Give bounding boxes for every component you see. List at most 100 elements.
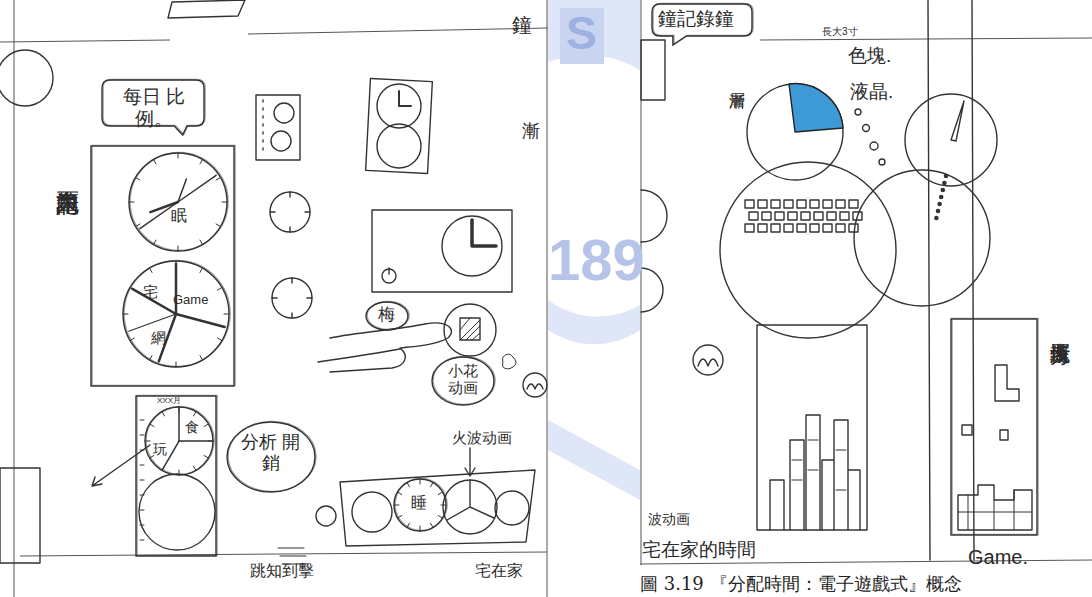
clock-tick — [224, 314, 229, 315]
dial-circle-outline — [395, 478, 447, 530]
pencil-sketch — [503, 354, 516, 369]
pencil-sketch — [958, 485, 1032, 530]
clock-face-outline — [129, 152, 228, 251]
sketch-note: 宅在家 — [475, 562, 523, 580]
pencil-sketch — [274, 103, 294, 123]
pencil-sketch — [698, 359, 718, 366]
pixel-squares — [849, 224, 858, 232]
pencil-sketch — [770, 415, 860, 530]
device-card: XXX月食玩 — [135, 395, 217, 557]
pencil-sketch — [472, 220, 496, 246]
speech-bubble-outline — [653, 3, 753, 44]
clock-tick — [154, 240, 157, 244]
game-panel-outline — [952, 318, 1038, 534]
pencil-sketch — [262, 100, 263, 150]
notebook-page: 筆記本內頁眠宅Game網 — [55, 145, 237, 387]
press-bubble-outline — [366, 301, 409, 330]
pencil-sketch — [495, 491, 529, 525]
pixel-squares — [827, 212, 836, 220]
clock-tick — [222, 202, 227, 203]
pencil-sketch — [443, 480, 497, 534]
pixel-squares — [745, 224, 754, 232]
clock-tick — [150, 424, 154, 427]
watermark-shape — [548, 300, 640, 344]
clock-tick — [150, 268, 153, 272]
clock-face-outline — [130, 152, 228, 250]
speech-bubble: 鐘記錄鐘 — [650, 2, 754, 46]
pencil-sketch — [527, 384, 543, 389]
dial-circle-outline — [394, 478, 447, 531]
pencil-sketch — [879, 159, 885, 165]
time-pie-clock: 宅Game網 — [121, 259, 231, 369]
node-text: 眠 — [171, 207, 187, 225]
pixel-squares — [849, 200, 858, 208]
pencil-sketch — [316, 506, 336, 526]
game-panel-outline — [951, 318, 1038, 535]
watermark-text: 189 — [548, 228, 645, 292]
clock-tick — [431, 523, 434, 527]
clock-tick — [200, 240, 203, 244]
node-text: 玩 — [153, 441, 167, 457]
notebook-page-outline — [92, 145, 235, 385]
pixel-squares — [823, 200, 832, 208]
pencil-sketch — [168, 0, 245, 18]
device-card-outline — [137, 395, 217, 555]
speech-bubble: 分析 開銷 — [225, 420, 317, 494]
sketch-note: 跳知到擊 — [250, 562, 314, 580]
clock-tick — [420, 526, 421, 531]
clock-tick — [194, 466, 197, 470]
pixel-squares — [749, 212, 758, 220]
clock-tick — [130, 338, 134, 341]
pixel-squares — [784, 200, 793, 208]
pixel-squares — [784, 224, 793, 232]
pencil-sketch — [271, 131, 291, 151]
pixel-squares — [810, 200, 819, 208]
speech-bubble-outline — [102, 79, 205, 135]
clock-tick — [407, 482, 410, 486]
pencil-sketch — [256, 95, 300, 160]
pencil-sketch — [272, 278, 312, 318]
clock-tick — [216, 178, 220, 181]
spending-clock-outline — [145, 406, 214, 475]
clock-tick — [176, 362, 177, 367]
time-pie-clock-outline — [124, 260, 230, 366]
device-card-outline — [136, 396, 216, 556]
pencil-sketch — [863, 125, 870, 132]
pixel-squares — [775, 212, 784, 220]
page-edge — [14, 0, 15, 597]
clock-tick — [397, 492, 401, 495]
pencil-sketch — [641, 40, 665, 100]
pencil-sketch — [382, 269, 396, 283]
watermark-shape — [548, 0, 640, 70]
clock-tick — [150, 356, 153, 360]
clock-hand — [179, 440, 213, 442]
page-edge — [248, 28, 548, 34]
pixel-squares — [758, 224, 767, 232]
node-text: Game — [173, 293, 208, 308]
game-panel-outline — [951, 319, 1037, 535]
press-bubble: 梅 — [364, 300, 410, 332]
watermark-shape — [548, 420, 640, 500]
clock-tick — [154, 160, 157, 164]
clock-tick — [194, 412, 197, 416]
pencil-sketch — [0, 0, 1032, 564]
node-text: XXX月 — [157, 396, 181, 405]
pencil-sketch — [399, 91, 411, 106]
clock-tick — [218, 288, 222, 291]
pixel-squares — [810, 224, 819, 232]
clock-hand — [178, 175, 216, 202]
device-card-outline — [136, 395, 217, 556]
clock-tick — [136, 178, 140, 181]
pencil-sketch — [855, 109, 861, 115]
dot-trail — [944, 174, 947, 177]
speech-bubble-outline — [228, 421, 316, 491]
pixel-squares — [745, 200, 862, 232]
pixel-squares — [814, 212, 823, 220]
spending-clock-outline — [146, 406, 214, 474]
clock-face-outline — [127, 151, 229, 253]
press-bubble-outline — [367, 301, 409, 329]
pencil-sketch — [870, 142, 878, 150]
clock-tick — [178, 246, 179, 251]
